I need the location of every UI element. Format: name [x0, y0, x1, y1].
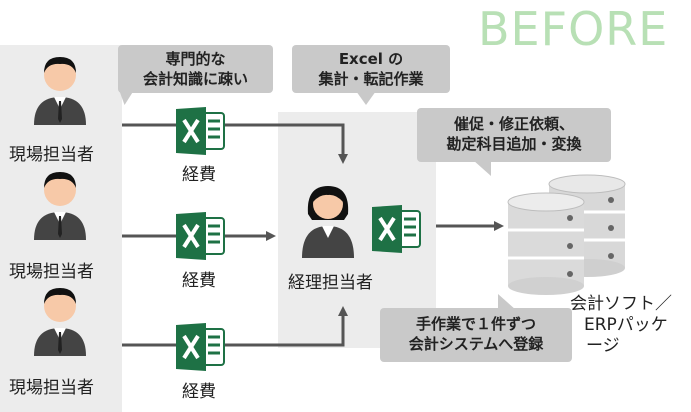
database-icon: [507, 174, 626, 295]
accountant-label: 経理担当者: [288, 273, 373, 293]
request-bubble-line2: 勘定科目追加・変換: [446, 135, 582, 153]
excel-icon: [372, 205, 421, 253]
staff-person-icon: [34, 57, 86, 125]
arrow-top: [122, 123, 343, 160]
bubble-tail: [473, 160, 491, 176]
manual-entry-bubble-line1: 手作業で１件ずつ: [415, 315, 536, 333]
expense-label: 経費: [182, 165, 216, 185]
bubble-tail: [498, 294, 516, 310]
system-label-line2: ERPパッケ: [584, 315, 668, 335]
expense-label: 経費: [182, 271, 216, 291]
manual-entry-bubble: 手作業で１件ずつ 会計システムへ登録: [380, 294, 572, 362]
excel-work-bubble-line1: Excel の: [338, 50, 404, 68]
manual-entry-bubble-line2: 会計システムへ登録: [408, 335, 544, 353]
excel-work-bubble-line2: 集計・転記作業: [318, 70, 424, 88]
excel-icon: [176, 212, 225, 260]
staff-label: 現場担当者: [9, 145, 94, 165]
system-label-line3: ージ: [586, 336, 620, 356]
system-label-line1: 会計ソフト／: [570, 294, 672, 314]
bubble-tail: [356, 91, 376, 105]
arrow-bottom: [122, 310, 343, 347]
staff-person-icon: [34, 288, 86, 356]
excel-icon: [176, 107, 225, 155]
staff-person-icon: [34, 172, 86, 240]
request-bubble-line1: 催促・修正依頼、: [453, 115, 574, 133]
expense-label: 経費: [182, 382, 216, 402]
knowledge-bubble: 専門的な 会計知識に疎い: [118, 45, 273, 105]
excel-work-bubble: Excel の 集計・転記作業: [292, 45, 450, 105]
staff-label: 現場担当者: [9, 262, 94, 282]
knowledge-bubble-line1: 専門的な: [165, 50, 226, 68]
before-heading: BEFORE: [478, 2, 669, 56]
request-bubble: 催促・修正依頼、 勘定科目追加・変換: [417, 108, 611, 176]
excel-icon: [176, 323, 225, 371]
accountant-person-icon: [302, 186, 354, 258]
knowledge-bubble-line2: 会計知識に疎い: [142, 70, 248, 88]
staff-label: 現場担当者: [9, 378, 94, 398]
